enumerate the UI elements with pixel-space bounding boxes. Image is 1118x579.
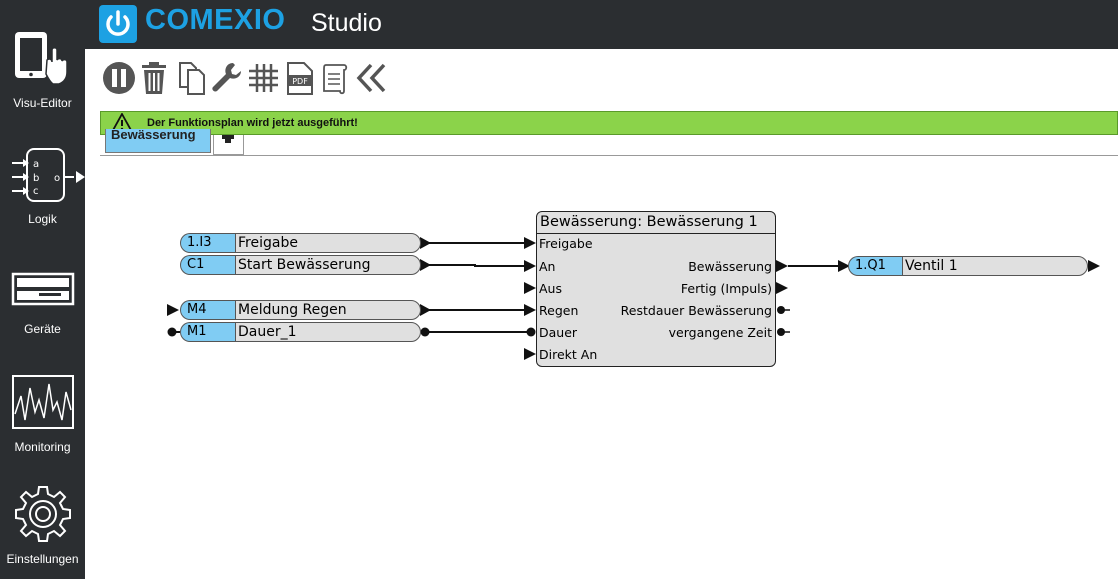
grid-icon [249,64,278,92]
block-input-an[interactable]: An [539,259,556,274]
add-tab-button[interactable] [213,135,244,155]
active-indicator [76,171,85,183]
var-in-arrow [167,304,179,316]
variable-name: Dauer_1 [235,322,421,342]
logic-icon-o: o [54,173,60,184]
collapse-button[interactable] [355,61,389,95]
waveform-icon [11,375,74,429]
port-arrow [524,348,536,360]
variable-address: M1 [180,322,235,342]
block-output-vergangene-zeit[interactable]: vergangene Zeit [668,325,772,340]
tab-bar: Bewässerung [100,129,1118,156]
port-out-arrow [776,260,788,272]
sidebar-item-einstellungen[interactable]: Einstellungen [0,484,85,566]
block-input-aus[interactable]: Aus [539,281,562,296]
block-input-direkt-an[interactable]: Direkt An [539,347,598,362]
status-message: Der Funktionsplan wird jetzt ausgeführt! [147,117,358,129]
power-logo-icon [99,5,137,43]
logic-icon-b: b [33,173,39,184]
scroll-icon [323,64,348,95]
block-title: Bewässerung: Bewässerung 1 [537,212,775,234]
block-output-bewaesserung[interactable]: Bewässerung [688,259,772,274]
function-plan-canvas[interactable]: 1.I3 Freigabe C1 Start Bewässerung M4 Me… [100,156,1118,579]
port-out-arrow [776,282,788,294]
function-block[interactable]: Bewässerung: Bewässerung 1 Freigabe An A… [536,211,776,367]
block-output-fertig[interactable]: Fertig (Impuls) [680,281,772,296]
sidebar-item-logik[interactable]: a b c o Logik [0,146,85,226]
logic-icon-c: c [33,186,39,197]
block-input-freigabe[interactable]: Freigabe [539,236,593,251]
block-output-restdauer[interactable]: Restdauer Bewässerung [620,303,772,318]
variable-name: Meldung Regen [235,300,421,320]
pause-icon [103,62,135,94]
sidebar-label-monitoring: Monitoring [14,440,71,454]
sidebar-item-monitoring[interactable]: Monitoring [0,374,85,454]
variable-address: C1 [180,255,235,275]
sidebar-item-geraete[interactable]: Geräte [0,272,85,336]
copy-button[interactable] [177,61,211,95]
tab-bewaesserung[interactable]: Bewässerung [105,129,211,153]
pause-button[interactable] [102,61,136,95]
delete-button[interactable] [140,61,174,95]
variable-address: M4 [180,300,235,320]
pdf-export-button[interactable]: PDF [285,61,319,95]
port-arrow [524,282,536,294]
toolbar: PDF [85,49,1118,111]
variable-name: Ventil 1 [902,256,1088,276]
variable-name: Freigabe [235,233,421,253]
product-name: Studio [311,9,382,37]
variable-address: 1.I3 [180,233,235,253]
var-out-arrow [420,237,431,249]
status-banner: Der Funktionsplan wird jetzt ausgeführt! [100,111,1118,135]
plus-icon [222,135,234,143]
var-out-arrow [1088,260,1100,272]
double-chevron-left-icon [356,63,386,93]
port-arrow [524,260,536,272]
wire-an [428,264,526,267]
sidebar-label-geraete: Geräte [24,322,61,336]
wrench-icon [212,63,241,92]
pdf-icon: PDF [287,62,313,95]
wires-layer [167,237,1100,360]
gear-icon [14,486,71,542]
trash-icon [142,62,166,94]
sidebar-label-visu-editor: Visu-Editor [13,96,72,110]
variable-name: Start Bewässerung [235,255,421,275]
copy-icon [179,62,205,95]
pdf-icon-label: PDF [292,77,308,86]
variable-address: 1.Q1 [848,256,902,276]
sidebar-label-einstellungen: Einstellungen [6,552,79,566]
block-input-dauer[interactable]: Dauer [539,325,578,340]
sidebar: Visu-Editor a b c o Logik Geräte [0,0,85,579]
port-dot [526,327,536,337]
var-out-arrow [420,304,431,316]
top-bar: COMEXIO Studio [85,0,1118,49]
sidebar-label-logik: Logik [28,212,57,226]
var-out-arrow [420,259,431,271]
settings-wrench-button[interactable] [211,61,245,95]
var-in-arrow [838,260,850,272]
port-arrow [524,237,536,249]
port-arrow [524,304,536,316]
block-input-regen[interactable]: Regen [539,303,579,318]
sidebar-item-visu-editor[interactable]: Visu-Editor [0,28,85,110]
scroll-button[interactable] [320,61,354,95]
brand-name: COMEXIO [145,4,286,36]
tablet-touch-icon [14,32,68,85]
logic-block-icon: a b c o [12,148,85,202]
grid-button[interactable] [247,61,281,95]
tab-label: Bewässerung [111,129,196,142]
logic-icon-a: a [33,159,39,170]
var-out-dot [420,327,430,337]
device-rack-icon [11,272,74,306]
